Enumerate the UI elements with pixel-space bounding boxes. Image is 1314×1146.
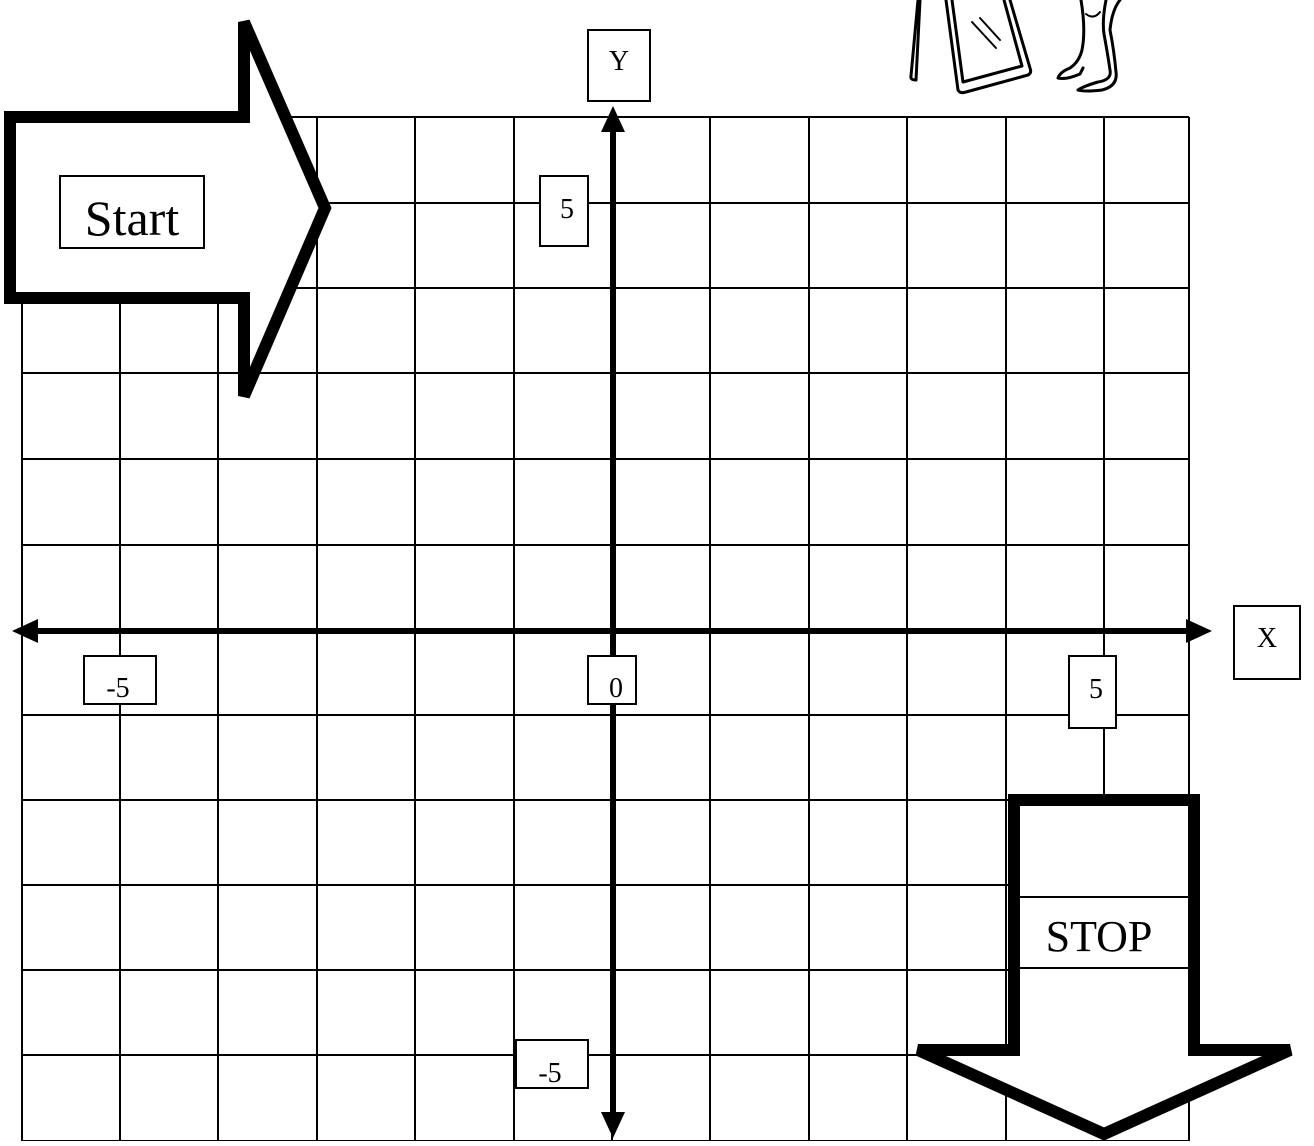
x-axis-left-arrowhead [12, 619, 38, 643]
y-axis-label-box: Y [588, 30, 650, 101]
x-min-tick-label: -5 [106, 673, 129, 704]
y-axis-label: Y [609, 46, 629, 77]
y-min-tick-label: -5 [538, 1058, 561, 1089]
start-label: Start [85, 190, 180, 246]
x-axis-label: X [1257, 623, 1277, 654]
origin-label-box: 0 [588, 656, 636, 704]
y-axis-bottom-arrowhead [601, 1112, 625, 1138]
x-axis-right-arrowhead [1186, 619, 1212, 643]
x-axis-label-box: X [1234, 606, 1300, 679]
person-with-mirror-clipart [911, 0, 1120, 93]
origin-label: 0 [609, 673, 623, 704]
x-max-tick-label-box: 5 [1069, 656, 1116, 728]
y-axis [601, 106, 625, 1138]
y-max-tick-label-box: 5 [540, 176, 588, 246]
stop-arrow: STOP [918, 800, 1290, 1134]
x-max-tick-label: 5 [1089, 674, 1103, 705]
y-max-tick-label: 5 [560, 194, 574, 225]
y-min-tick-label-box: -5 [516, 1040, 588, 1089]
start-arrow: Start [10, 22, 325, 396]
x-min-tick-label-box: -5 [84, 656, 156, 704]
y-axis-top-arrowhead [601, 106, 625, 132]
stop-label: STOP [1046, 912, 1153, 961]
